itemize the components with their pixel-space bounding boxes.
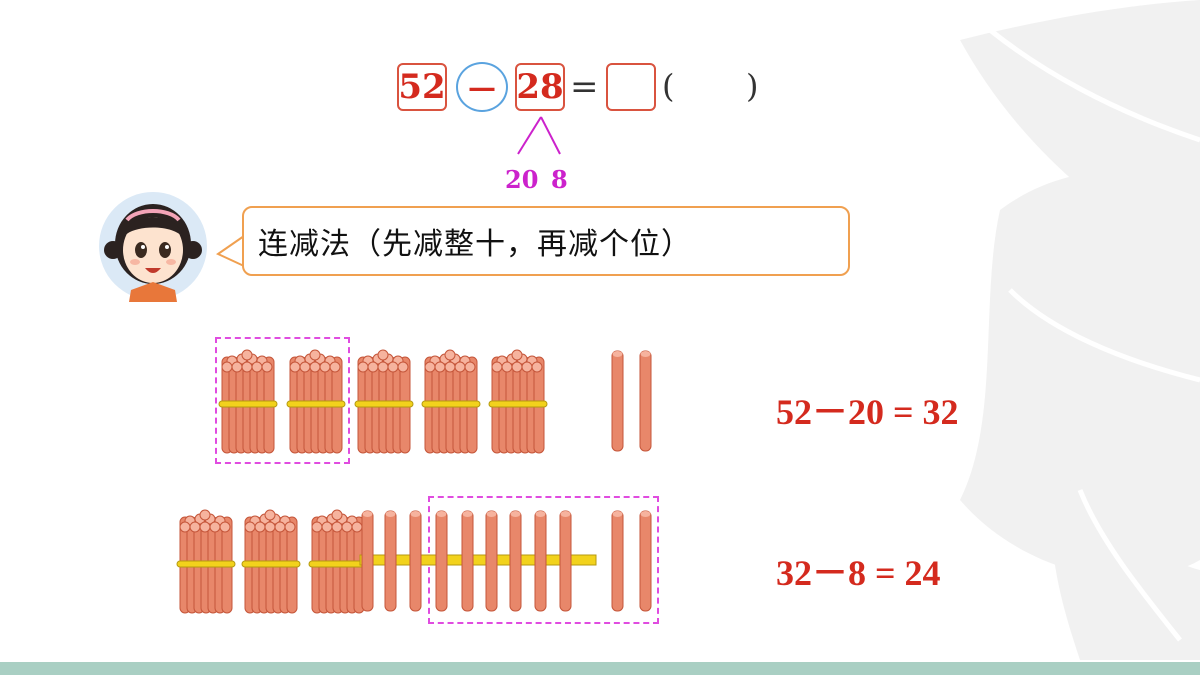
ten-stick-bundle [354,349,414,454]
speech-bubble: 连减法（先减整十，再减个位） [242,206,850,276]
single-stick [435,510,448,612]
single-stick [361,510,374,612]
ten-stick-bundle [241,509,301,614]
ten-stick-bundle [218,349,278,454]
step1-equation: 52－20 = 32 [776,392,959,432]
single-stick [409,510,422,612]
ten-stick-bundle [488,349,548,454]
removed-tens-highlight [215,337,350,464]
row1-sticks [218,349,652,454]
single-stick [534,510,547,612]
subtrahend-value: 28 [516,67,564,107]
single-stick [384,510,397,612]
minuend-value: 52 [398,67,446,107]
single-stick [639,350,652,452]
ten-stick-bundle [176,509,236,614]
equals-sign: = [570,67,599,107]
girl-avatar [99,192,207,302]
split-tens: 20 [505,165,539,194]
single-stick [611,510,624,612]
single-stick [485,510,498,612]
operator-circle: — [456,62,508,112]
single-stick [509,510,522,612]
answer-box[interactable] [606,63,656,111]
split-ones: 8 [551,165,568,194]
minus-sign: — [468,70,496,104]
single-stick [461,510,474,612]
minuend-box: 52 [397,63,447,111]
single-stick [611,350,624,452]
ten-stick-bundle [421,349,481,454]
subtrahend-box: 28 [515,63,565,111]
speech-text: 连减法（先减整十，再减个位） [258,227,692,262]
single-stick [559,510,572,612]
decomposition-lines [517,116,561,155]
single-stick [639,510,652,612]
yellow-band [359,554,597,566]
step2-equation: 32－8 = 24 [776,553,941,593]
row2-sticks [176,509,652,614]
ten-stick-bundle [286,349,346,454]
footer-bar [0,662,1200,675]
paren-close: ) [746,67,759,105]
ten-stick-bundle [308,509,368,614]
paren-open: ( [662,67,675,105]
